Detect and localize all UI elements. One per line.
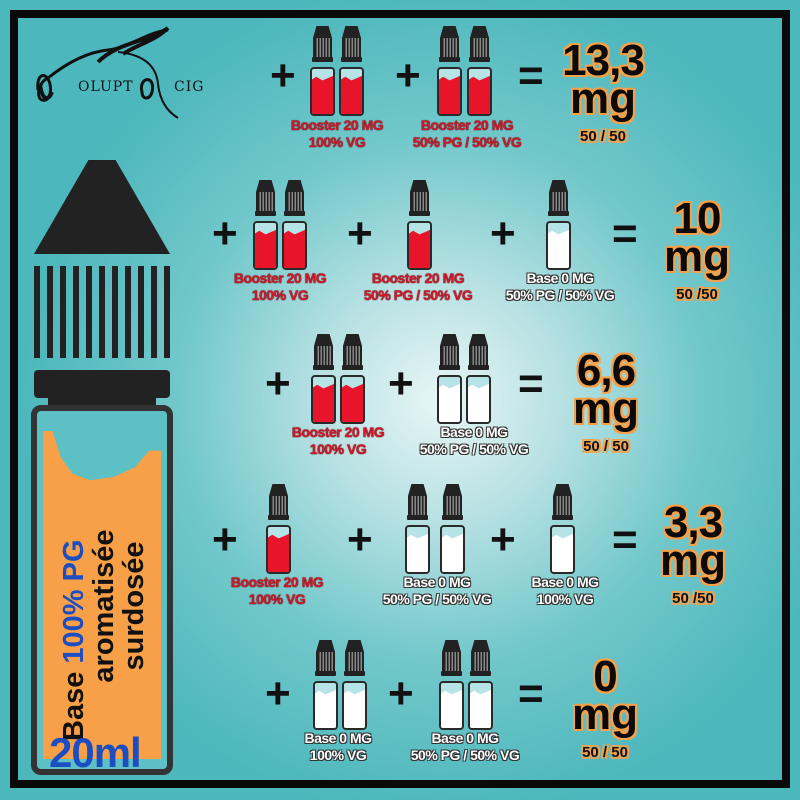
booster-bottle-icon: [340, 334, 365, 426]
equals-sign: =: [518, 51, 544, 100]
equals-sign: =: [518, 669, 544, 718]
label-aromatisee: aromatisée: [88, 529, 120, 683]
result-ratio: 50 /50: [676, 285, 718, 303]
base-bottle-icon: [439, 640, 464, 732]
label-pg: 100% PG: [58, 539, 90, 664]
bottle-volume: 20ml: [49, 729, 142, 775]
base-bottle-icon: [313, 640, 338, 732]
result-ratio: 50 / 50: [583, 437, 629, 455]
bottle-body: Base 100% PG aromatisée surdosée 20ml: [31, 405, 173, 775]
plus-sign: +: [347, 515, 373, 564]
plus-sign: +: [388, 359, 414, 408]
equals-sign: =: [612, 209, 638, 258]
black-frame: [10, 10, 790, 788]
plus-sign: +: [212, 515, 238, 564]
result-ratio: 50 / 50: [582, 743, 628, 761]
plus-sign: +: [388, 669, 414, 718]
base-bottle-icon: [468, 640, 493, 732]
result-value: 3,3: [663, 498, 723, 547]
result-value: 6,6: [576, 346, 636, 395]
result-unit: mg: [572, 689, 638, 739]
booster-bottle-icon: [437, 26, 462, 118]
logo-word-right: CIG: [174, 79, 205, 95]
plus-sign: +: [490, 209, 516, 258]
bottle-liquid: [43, 431, 161, 759]
booster-bottle-icon: [310, 26, 335, 118]
plus-sign: +: [347, 209, 373, 258]
equals-sign: =: [518, 359, 544, 408]
plus-sign: +: [490, 515, 516, 564]
cap-ridges-icon: [34, 266, 170, 358]
logo-word-left: OLUPT: [78, 79, 134, 95]
row2-result: 10 mg 50 /50: [664, 194, 730, 303]
dropper-tip-icon: [34, 160, 170, 254]
logo-swirl-icon: [36, 26, 179, 119]
cap-collar: [34, 370, 170, 398]
result-unit: mg: [569, 73, 636, 123]
base-bottle-icon: [405, 484, 430, 576]
booster-bottle-icon: [339, 26, 364, 118]
result-unit: mg: [660, 535, 726, 585]
plus-sign: +: [265, 359, 291, 408]
plus-sign: +: [212, 209, 238, 258]
booster-bottle-icon: [282, 180, 307, 272]
bottle-label: Base 100% PG aromatisée surdosée: [58, 471, 150, 741]
base-bottle-icon: [437, 334, 462, 426]
equals-sign: =: [612, 515, 638, 564]
base-bottle-icon: [550, 484, 575, 576]
booster-bottle-icon: [266, 484, 291, 576]
volupt-cig-logo: OLUPT CIG: [28, 22, 208, 122]
label-surdosee: surdosée: [118, 541, 150, 671]
base-bottle-icon: [546, 180, 571, 272]
row3-result: 6,6 mg 50 / 50: [573, 346, 639, 455]
base-bottle-icon: [466, 334, 491, 426]
booster-bottle-icon: [253, 180, 278, 272]
booster-bottle-icon: [407, 180, 432, 272]
booster-bottle-icon: [467, 26, 492, 118]
result-ratio: 50 /50: [672, 589, 714, 607]
row4-result: 3,3 mg 50 /50: [660, 498, 726, 607]
plus-sign: +: [265, 669, 291, 718]
plus-sign: +: [270, 51, 296, 100]
plus-sign: +: [395, 51, 421, 100]
big-bottle-20ml: Base 100% PG aromatisée surdosée 20ml: [28, 150, 178, 780]
result-value: 13,3: [562, 36, 645, 85]
bottle-neck: [48, 398, 156, 408]
result-unit: mg: [664, 231, 730, 281]
row5-result: 0 mg 50 / 50: [572, 652, 638, 761]
result-value: 10: [673, 194, 722, 243]
row1-result: 13,3 mg 50 / 50: [562, 36, 645, 145]
base-bottle-icon: [342, 640, 367, 732]
result-value: 0: [593, 652, 617, 701]
booster-bottle-icon: [311, 334, 336, 426]
base-bottle-icon: [440, 484, 465, 576]
result-unit: mg: [573, 383, 639, 433]
result-ratio: 50 / 50: [580, 127, 626, 145]
